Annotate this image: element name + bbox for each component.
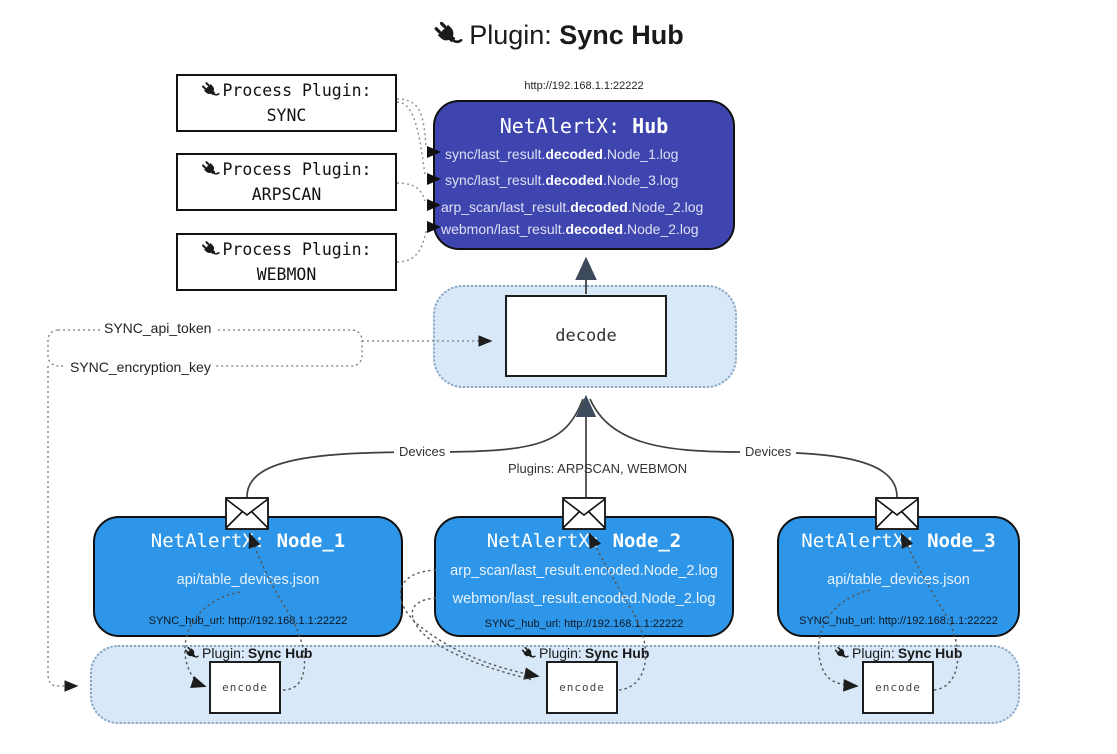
process-plugin-box-arpscan: Process Plugin: ARPSCAN bbox=[176, 153, 397, 211]
process-plugin-name: ARPSCAN bbox=[251, 185, 322, 204]
hub-log-line: arp_scan/last_result.decoded.Node_2.log bbox=[441, 199, 704, 215]
node-box-node-2: NetAlertX: Node_2 arp_scan/last_result.e… bbox=[434, 516, 734, 637]
plug-icon bbox=[521, 646, 536, 661]
edge-label-devices-left: Devices bbox=[394, 444, 451, 459]
page-title-prefix: Plugin: bbox=[469, 20, 560, 50]
hub-log-line: sync/last_result.decoded.Node_3.log bbox=[445, 172, 679, 188]
process-plugin-label: Process Plugin: bbox=[222, 81, 372, 100]
hub-log-line: webmon/last_result.decoded.Node_2.log bbox=[441, 221, 699, 237]
hub-title: NetAlertX: Hub bbox=[499, 114, 669, 138]
edge-label-plugins: Plugins: ARPSCAN, WEBMON bbox=[508, 461, 688, 476]
plug-icon bbox=[184, 646, 199, 661]
envelope-icon bbox=[562, 497, 606, 530]
node-file-line: api/table_devices.json bbox=[176, 572, 320, 588]
process-plugin-label: Process Plugin: bbox=[222, 240, 372, 259]
node-file-line: webmon/last_result.encoded.Node_2.log bbox=[452, 591, 716, 607]
process-plugin-box-webmon: Process Plugin: WEBMON bbox=[176, 233, 397, 291]
plugin-sync-hub-label: Plugin: Sync Hub bbox=[834, 644, 962, 662]
node-title: NetAlertX: Node_1 bbox=[150, 530, 346, 552]
process-plugin-label: Process Plugin: bbox=[222, 160, 372, 179]
plug-icon bbox=[433, 20, 463, 50]
node-file-line: arp_scan/last_result.encoded.Node_2.log bbox=[450, 563, 718, 579]
node-hub-url: SYNC_hub_url: http://192.168.1.1:22222 bbox=[148, 615, 348, 627]
process-to-hub-connectors bbox=[396, 98, 427, 263]
plugin-sync-hub-label: Plugin: Sync Hub bbox=[521, 644, 649, 662]
page-title-bold: Sync Hub bbox=[559, 20, 684, 50]
encode-box: encode bbox=[862, 661, 934, 714]
sync-api-token-label: SYNC_api_token bbox=[100, 320, 216, 336]
process-plugin-name: SYNC bbox=[266, 106, 307, 125]
plug-icon bbox=[201, 160, 220, 179]
process-plugin-name: WEBMON bbox=[256, 265, 317, 284]
page-title: Plugin: Sync Hub bbox=[0, 20, 1117, 51]
node-title: NetAlertX: Node_3 bbox=[801, 530, 996, 552]
hub-url-label: http://192.168.1.1:22222 bbox=[524, 80, 644, 92]
plug-icon bbox=[201, 81, 220, 100]
node-file-line: api/table_devices.json bbox=[827, 572, 970, 588]
hub-log-line: sync/last_result.decoded.Node_1.log bbox=[445, 146, 679, 162]
decode-box: decode bbox=[505, 295, 667, 377]
envelope-icon bbox=[875, 497, 919, 530]
encode-box: encode bbox=[546, 661, 618, 714]
edge-label-devices-right: Devices bbox=[740, 444, 797, 459]
node-box-node-1: NetAlertX: Node_1 api/table_devices.json… bbox=[93, 516, 403, 637]
envelope-icon bbox=[225, 497, 269, 530]
plugin-sync-hub-label: Plugin: Sync Hub bbox=[184, 644, 312, 662]
node-to-decode-curves bbox=[246, 394, 898, 498]
process-plugin-box-sync: Process Plugin: SYNC bbox=[176, 74, 397, 132]
node-hub-url: SYNC_hub_url: http://192.168.1.1:22222 bbox=[799, 615, 998, 627]
plug-icon bbox=[834, 646, 849, 661]
hub-box: NetAlertX: Hub sync/last_result.decoded.… bbox=[433, 100, 735, 250]
node-box-node-3: NetAlertX: Node_3 api/table_devices.json… bbox=[777, 516, 1020, 637]
encode-box: encode bbox=[209, 661, 281, 714]
plug-icon bbox=[201, 240, 220, 259]
node-title: NetAlertX: Node_2 bbox=[486, 530, 682, 552]
node-hub-url: SYNC_hub_url: http://192.168.1.1:22222 bbox=[484, 618, 684, 630]
sync-encryption-key-label: SYNC_encryption_key bbox=[66, 359, 215, 375]
